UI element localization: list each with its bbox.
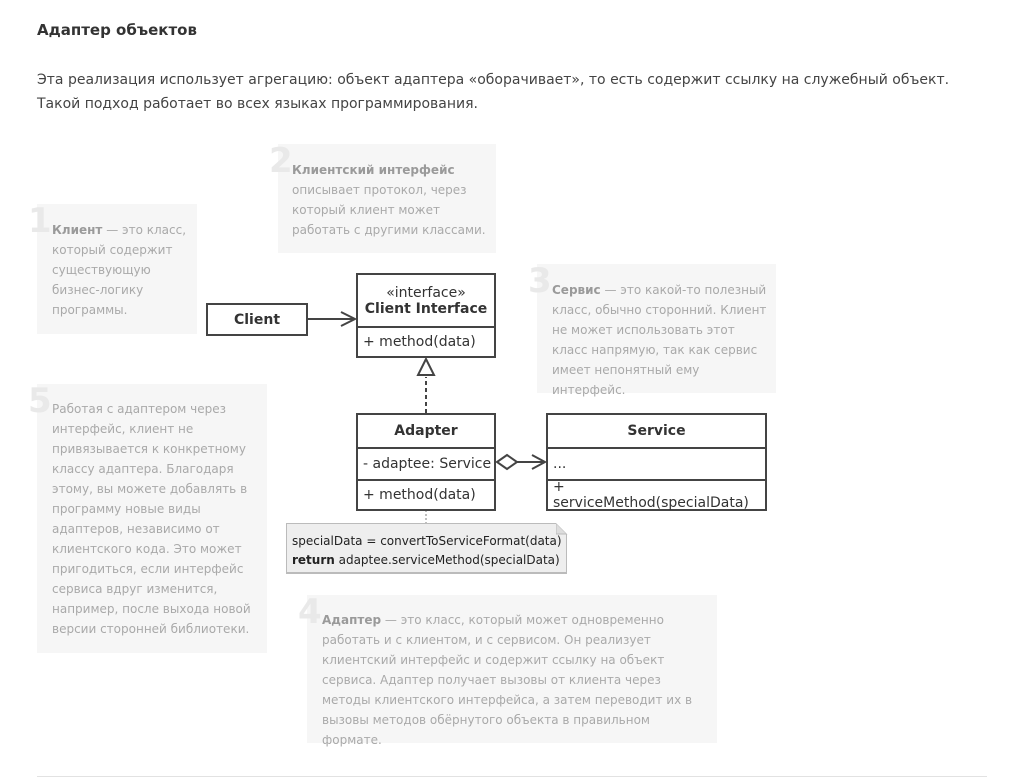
code-line-1: specialData = convertToServiceFormat(dat… (292, 534, 562, 548)
code-line-2: return adaptee.serviceMethod(specialData… (292, 551, 566, 570)
client-class-name: Client (233, 311, 281, 328)
note-term: Адаптер (322, 613, 382, 627)
note-number: 4 (298, 592, 322, 632)
adapter-field: - adaptee: Service (358, 447, 494, 479)
note-term: Клиентский интерфейс (292, 163, 455, 177)
note-body: — это класс, который может одновременно … (322, 613, 693, 747)
service-method: + serviceMethod(specialData) (548, 479, 765, 511)
page-title: Адаптер объектов (37, 21, 197, 39)
service-field: ... (548, 447, 765, 479)
note-number: 2 (269, 141, 293, 181)
adapter-class: Adapter - adaptee: Service + method(data… (356, 413, 496, 511)
code-note: specialData = convertToServiceFormat(dat… (286, 523, 567, 574)
aggregation-arrowhead (531, 454, 548, 470)
note-number: 5 (28, 381, 52, 421)
realization-arrowhead (416, 356, 436, 376)
client-interface-header: «interface» Client Interface (358, 275, 494, 326)
service-class-name: Service (627, 423, 686, 439)
client-interface-name: Client Interface (364, 300, 488, 317)
note-term: Сервис (552, 283, 601, 297)
adapter-method: + method(data) (358, 479, 494, 509)
code-return-keyword: return (292, 553, 335, 567)
note-body: — это какой-то полезный класс, обычно ст… (552, 283, 767, 397)
code-note-fold (556, 523, 568, 535)
adapter-class-name: Adapter (394, 423, 458, 439)
note-text: Сервис — это какой-то полезный класс, об… (552, 280, 770, 400)
note-client: 1 Клиент — это класс, который содержит с… (28, 204, 197, 334)
note-service: 3 Сервис — это какой-то полезный класс, … (528, 264, 776, 397)
intro-paragraph: Эта реализация использует агрегацию: объ… (37, 72, 950, 112)
note-number: 1 (28, 201, 52, 241)
client-interface-class: «interface» Client Interface + method(da… (356, 273, 496, 358)
service-class: Service ... + serviceMethod(specialData) (546, 413, 767, 511)
note-number: 3 (528, 261, 552, 301)
client-interface-method: + method(data) (358, 326, 494, 356)
note-text: Работая с адаптером через интерфейс, кли… (52, 402, 251, 636)
note-usage: 5 Работая с адаптером через интерфейс, к… (28, 384, 267, 653)
note-text: Клиентский интерфейс описывает протокол,… (292, 160, 487, 240)
client-class: Client (206, 303, 308, 336)
note-text: Адаптер — это класс, который может однов… (322, 610, 707, 750)
note-text: Клиент — это класс, который содержит сущ… (52, 220, 187, 320)
note-body: описывает протокол, через который клиент… (292, 183, 486, 237)
note-body: — это класс, который содержит существующ… (52, 223, 187, 317)
client-association-arrowhead (340, 311, 358, 327)
note-adapter: 4 Адаптер — это класс, который может одн… (298, 595, 717, 747)
code-return-expression: adaptee.serviceMethod(specialData) (334, 553, 560, 567)
aggregation-diamond (495, 453, 519, 471)
section-divider (37, 776, 987, 777)
note-term: Клиент (52, 223, 103, 237)
note-client-interface: 2 Клиентский интерфейс описывает протоко… (269, 144, 496, 253)
interface-stereotype: «interface» (386, 284, 466, 301)
